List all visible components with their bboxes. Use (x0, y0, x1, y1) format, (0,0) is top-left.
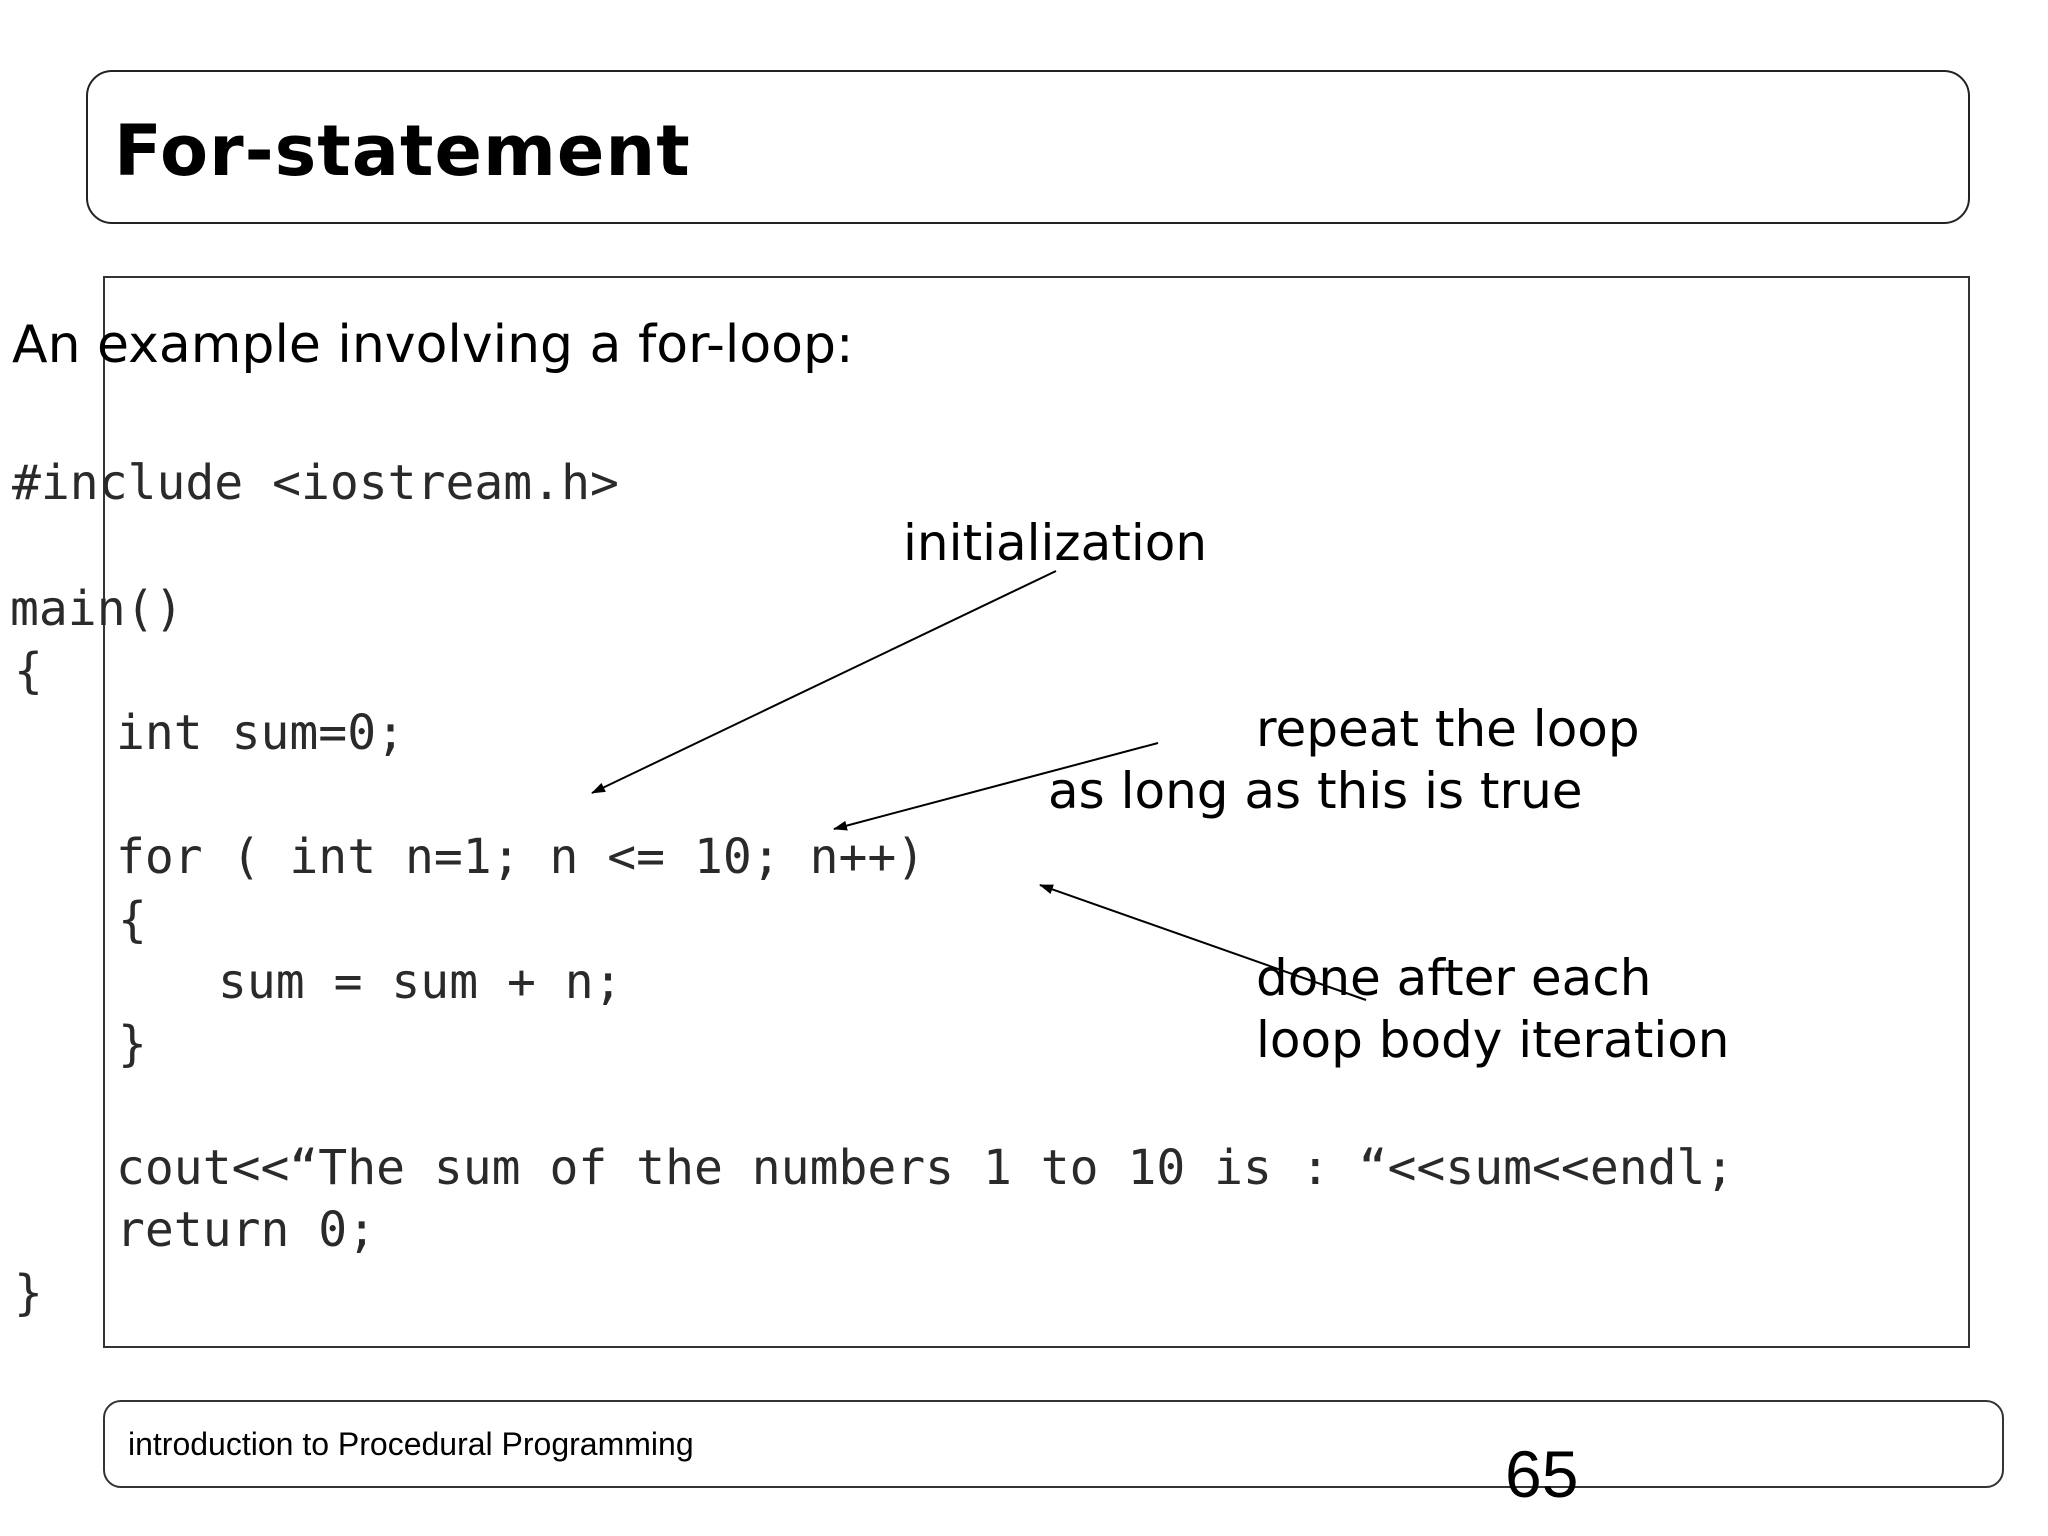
code-line-return: return 0; (116, 1202, 377, 1258)
annotation-condition-line2: as long as this is true (1048, 762, 1583, 820)
page-number: 65 (1505, 1437, 1579, 1511)
code-line-cout: cout<<“The sum of the numbers 1 to 10 is… (116, 1140, 1735, 1196)
code-line-for: for ( int n=1; n <= 10; n++) (116, 829, 926, 885)
code-line-declare-sum: int sum=0; (116, 705, 405, 761)
intro-text: An example involving a for-loop: (12, 315, 854, 375)
code-line-loop-body: sum = sum + n; (218, 954, 623, 1010)
code-line-loop-close-brace: } (118, 1016, 147, 1072)
annotation-increment-line1: done after each (1256, 949, 1652, 1007)
code-line-loop-open-brace: { (118, 892, 147, 948)
code-line-close-brace: } (14, 1265, 43, 1321)
code-line-include: #include <iostream.h> (12, 455, 619, 511)
code-line-open-brace: { (14, 643, 43, 699)
annotation-initialization: initialization (903, 514, 1208, 572)
code-line-main: main() (10, 581, 184, 637)
content-frame (103, 276, 1970, 1348)
slide-title: For-statement (114, 110, 691, 192)
footer-frame (103, 1400, 2004, 1488)
annotation-condition-line1: repeat the loop (1256, 700, 1640, 758)
title-frame (86, 70, 1970, 224)
annotation-increment-line2: loop body iteration (1256, 1011, 1730, 1069)
footer-course-title: introduction to Procedural Programming (128, 1426, 694, 1462)
